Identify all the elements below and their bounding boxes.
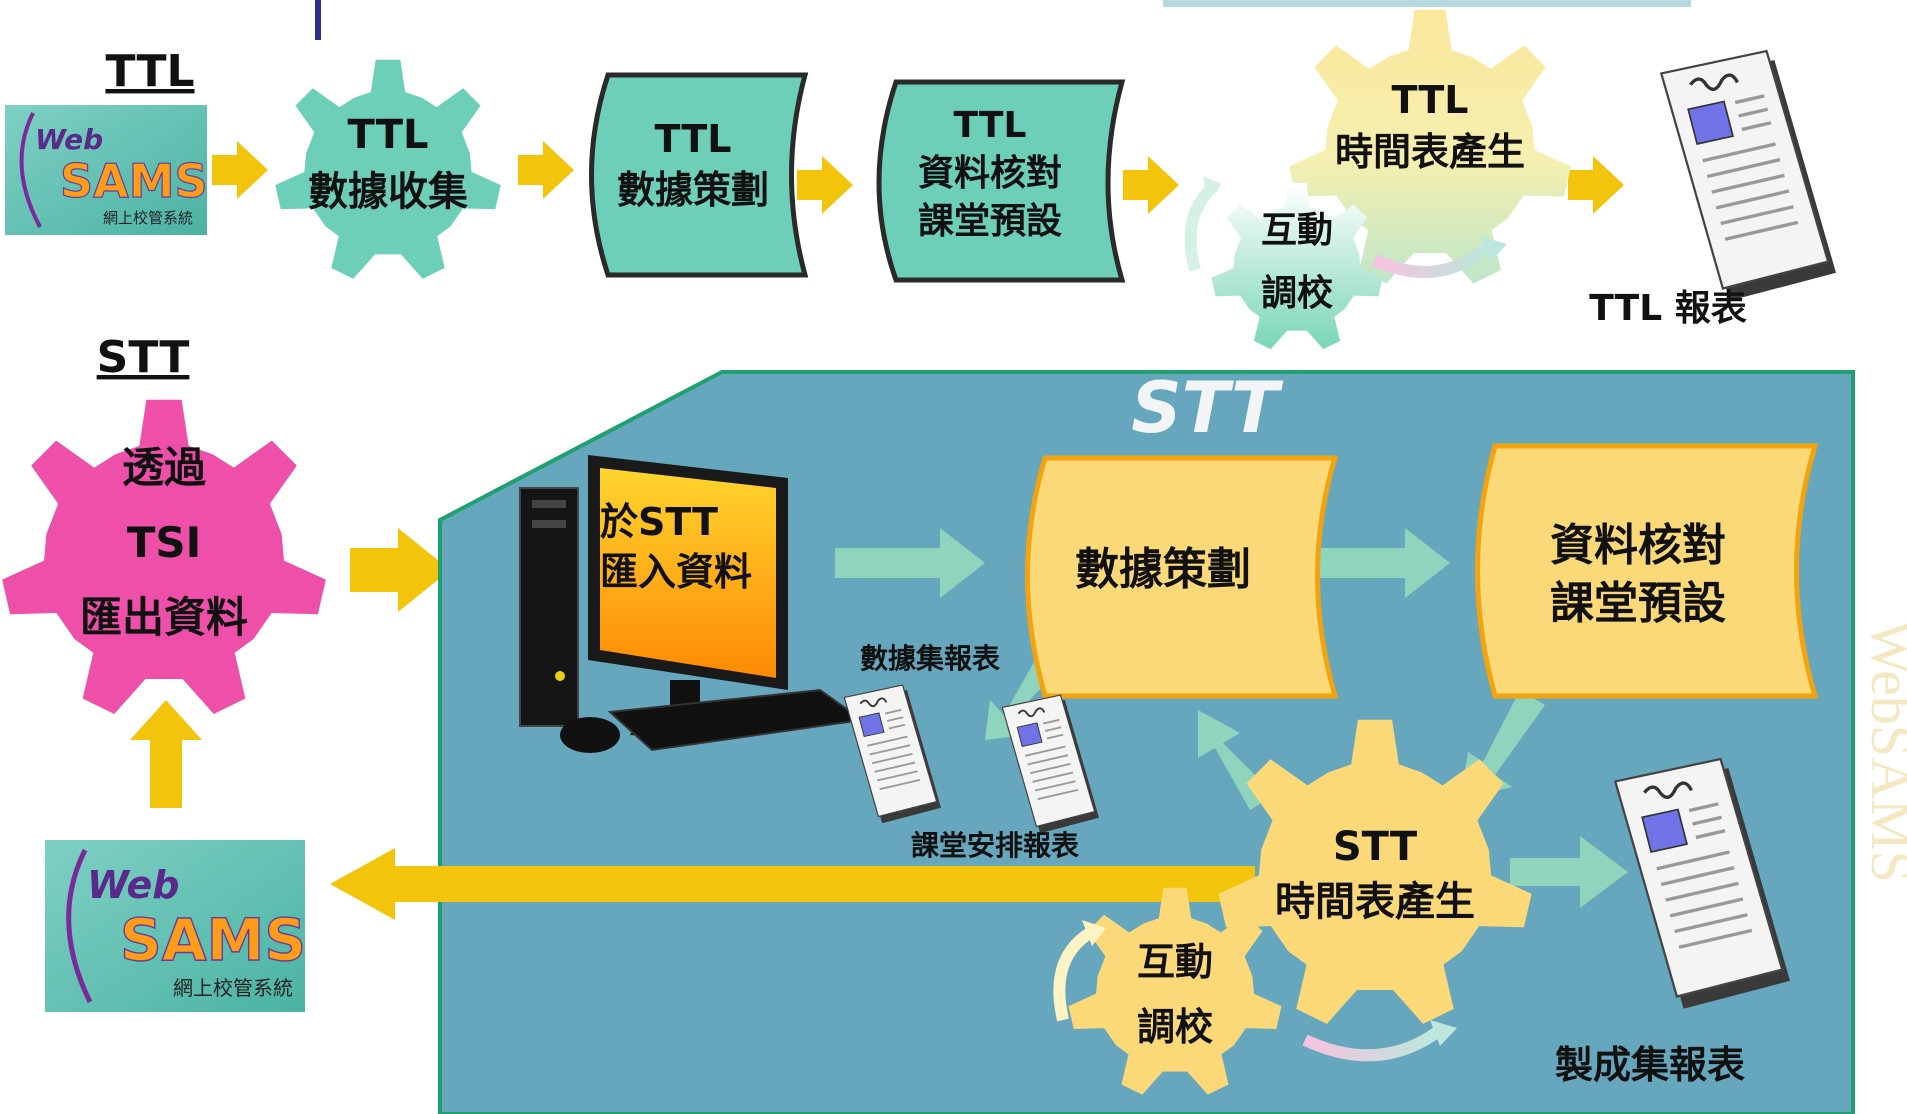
- svg-text:Web: Web: [35, 123, 103, 156]
- arrow-gear-to-panel: [350, 528, 450, 612]
- computer-icon: [519, 455, 865, 753]
- svg-text:時間表產生: 時間表產生: [1335, 130, 1525, 174]
- svg-text:SAMS: SAMS: [60, 154, 208, 208]
- ttl-report-icon: [1659, 49, 1838, 303]
- lesson-report-label: 課堂安排報表: [911, 829, 1079, 862]
- ttl-section-label: TTL: [105, 46, 194, 97]
- ttl-verify-scroll: TTL 資料核對 課堂預設: [876, 79, 1126, 283]
- stt-verify-scroll: 資料核對 課堂預設: [1475, 443, 1819, 699]
- svg-text:互動: 互動: [1137, 940, 1213, 984]
- svg-text:時間表產生: 時間表產生: [1275, 879, 1475, 925]
- svg-text:TSI: TSI: [127, 518, 202, 567]
- svg-text:TTL: TTL: [954, 105, 1027, 146]
- final-report-label: 製成集報表: [1555, 1043, 1745, 1087]
- arrow-planning-to-verify: [1305, 528, 1450, 598]
- svg-text:TTL: TTL: [655, 117, 732, 161]
- websams-logo-top: Web SAMS 網上校管系統: [5, 105, 208, 235]
- svg-text:TTL: TTL: [1392, 78, 1469, 122]
- svg-text:數據收集: 數據收集: [308, 169, 468, 215]
- arrow-plan-to-verify: [797, 156, 853, 214]
- svg-text:匯出資料: 匯出資料: [80, 593, 248, 642]
- arrow-generate-to-final-report: [1510, 836, 1628, 908]
- arrow-logo-to-collect: [212, 141, 268, 199]
- stt-planning-scroll: 數據策劃: [1025, 455, 1339, 699]
- svg-text:數據策劃: 數據策劃: [617, 168, 769, 212]
- arrow-logo-up-to-gear: [130, 700, 202, 808]
- svg-text:課堂預設: 課堂預設: [1550, 578, 1726, 629]
- svg-text:網上校管系統: 網上校管系統: [173, 976, 293, 1000]
- svg-text:SAMS: SAMS: [120, 906, 306, 974]
- svg-text:Web: Web: [87, 863, 179, 907]
- stt-section-label: STT: [97, 332, 190, 383]
- top-left-bar: [315, 0, 321, 40]
- arrow-import-to-planning: [835, 528, 985, 598]
- svg-text:資料核對: 資料核對: [918, 153, 1062, 194]
- svg-text:調校: 調校: [1137, 1005, 1213, 1049]
- svg-text:資料核對: 資料核對: [1550, 520, 1726, 571]
- ttl-planning-scroll: TTL 數據策劃: [589, 72, 809, 278]
- stt-adjust-gear: 互動 調校: [1053, 887, 1457, 1095]
- svg-text:課堂預設: 課堂預設: [918, 201, 1062, 242]
- websams-logo-bottom: Web SAMS 網上校管系統: [45, 840, 307, 1012]
- ttl-report-label: TTL 報表: [1589, 288, 1746, 329]
- stt-generate-gear: STT 時間表產生: [1218, 719, 1532, 1024]
- arrow-verify-to-gen: [1123, 156, 1179, 214]
- svg-text:互動: 互動: [1261, 210, 1333, 251]
- svg-text:透過: 透過: [122, 443, 207, 492]
- svg-text:TTL: TTL: [348, 112, 429, 158]
- svg-text:STT: STT: [1333, 824, 1418, 870]
- ttl-collect-gear: TTL 數據收集: [275, 59, 501, 279]
- ttl-adjust-gear: 互動 調校: [1184, 176, 1507, 350]
- svg-text:調校: 調校: [1261, 273, 1333, 314]
- stt-export-gear: 透過 TSI 匯出資料: [2, 399, 326, 715]
- ttl-generate-gear: TTL 時間表產生: [1289, 9, 1571, 284]
- arrow-collect-to-plan: [518, 141, 574, 199]
- top-right-bar: [1163, 0, 1691, 7]
- stt-import-line2: 匯入資料: [600, 550, 752, 594]
- stt-panel-title: STT: [1131, 367, 1284, 449]
- arrow-generate-to-websams: [330, 848, 1255, 920]
- dataset-report-label: 數據集報表: [860, 642, 1000, 675]
- svg-text:數據策劃: 數據策劃: [1075, 544, 1251, 595]
- arrow-gen-to-report: [1568, 156, 1624, 214]
- websams-watermark: WebSAMS: [1859, 620, 1907, 883]
- svg-text:網上校管系統: 網上校管系統: [103, 209, 193, 227]
- stt-import-line1: 於STT: [600, 500, 718, 544]
